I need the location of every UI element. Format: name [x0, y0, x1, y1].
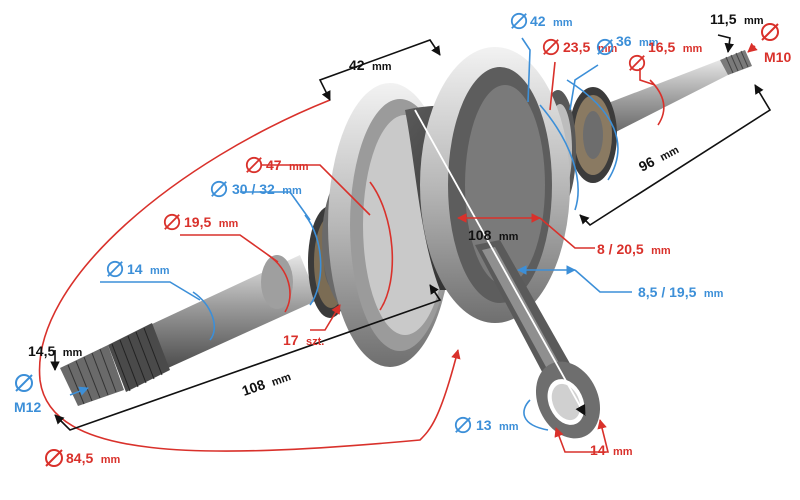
svg-text:M12: M12: [14, 399, 41, 415]
diameter-symbol-icon: [542, 38, 560, 56]
bearing-left-inner-leader: [240, 191, 311, 221]
label-bearing-left-inner: 30 / 32 mm: [210, 180, 302, 198]
label-flywheel-diameter: 84,5 mm: [45, 449, 120, 467]
svg-text:47 mm: 47 mm: [266, 157, 309, 174]
thread-left-leader: [69, 386, 89, 396]
diameter-symbol-icon: [106, 260, 124, 278]
label-shaft-left-small: 14 mm: [106, 260, 170, 278]
svg-text:14 mm: 14 mm: [127, 261, 170, 278]
svg-text:M10: M10: [764, 49, 791, 65]
diameter-symbol-icon: [454, 416, 472, 434]
label-rod-small-end-width: 14 mm: [590, 442, 633, 459]
bearing-right-inner-leader: [569, 64, 599, 111]
diameter-symbol-icon: [628, 54, 646, 72]
shaft-right-leader: [639, 68, 656, 86]
diameter-symbol-icon: [15, 374, 33, 392]
right-flywheel: [420, 47, 570, 323]
bearing-left-outer-leader: [262, 164, 371, 216]
label-web-gap: 8 / 20,5 mm: [597, 241, 671, 258]
label-bearing-right-outer: 42 mm: [510, 12, 573, 30]
svg-text:36 mm: 36 mm: [616, 33, 659, 50]
shaft-right-arc: [649, 79, 665, 126]
label-shaft-right: 16,5 mm: [628, 39, 702, 72]
labels: 42 mm 42 mm 23,5 mm 36 mm: [14, 11, 791, 467]
thread-right-leader: [747, 42, 758, 53]
diameter-symbol-icon: [163, 213, 181, 231]
diameter-symbol-icon: [510, 12, 528, 30]
rod-small-end-width-line: [554, 419, 610, 453]
right-sprocket: [569, 87, 617, 183]
diameter-symbol-icon: [210, 180, 228, 198]
diameter-symbol-icon: [45, 449, 63, 467]
shaft-left-small-arc: [192, 291, 216, 341]
svg-text:13 mm: 13 mm: [476, 417, 519, 434]
bearing-left-inner-arc: [304, 214, 322, 306]
sprocket-right-leader: [549, 61, 556, 111]
flywheel-diameter-line: [38, 99, 461, 452]
svg-text:19,5 mm: 19,5 mm: [184, 214, 238, 231]
label-rod-offset: 8,5 / 19,5 mm: [638, 284, 724, 301]
right-thread: [720, 50, 752, 75]
svg-text:84,5 mm: 84,5 mm: [66, 450, 120, 467]
bearing-right-outer-leader: [521, 37, 531, 103]
svg-text:30 / 32 mm: 30 / 32 mm: [232, 181, 302, 198]
shaft-left-arc: [267, 254, 291, 313]
flywheel-width-line: [318, 39, 441, 101]
web-gap-leader: [539, 217, 595, 249]
diameter-symbol-icon: [761, 23, 779, 41]
label-bearing-right-inner: 36 mm: [596, 33, 659, 56]
svg-text:16,5 mm: 16,5 mm: [648, 39, 702, 56]
crankshaft-illustration: [60, 47, 752, 439]
right-shaft-length-line: [579, 84, 772, 227]
teeth-leader: [310, 304, 341, 331]
label-shaft-left: 19,5 mm: [163, 213, 238, 231]
crank-pin-line: [414, 109, 586, 416]
label-rod-small-end: 13 mm: [454, 416, 519, 434]
shaft-left-leader: [180, 234, 279, 263]
label-crank-pin: 108 mm: [468, 227, 519, 244]
bearing-right-outer-arc: [539, 104, 579, 211]
bearing-right-inner-arc: [566, 79, 619, 181]
shaft-left-small-leader: [100, 281, 201, 301]
label-left-shaft-length: 108 mm: [240, 367, 293, 400]
label-thread-left-length: 14,5 mm: [28, 343, 82, 360]
label-thread-right-length: 11,5 mm: [710, 11, 764, 28]
label-thread-left: M12: [14, 374, 41, 415]
label-thread-right: M10: [761, 23, 791, 65]
bearing-left-outer-arc: [369, 181, 394, 311]
label-teeth: 17 szt.: [283, 332, 324, 349]
thread-right-length-leader: [717, 34, 734, 53]
rod-small-end-arc: [523, 399, 549, 431]
label-bearing-left-outer: 47 mm: [245, 156, 309, 174]
label-flywheel-width: 42 mm: [349, 57, 392, 74]
left-shaft-length-line: [54, 284, 442, 431]
dimension-lines: [38, 34, 772, 453]
rod-offset-leader: [574, 269, 632, 293]
svg-text:42 mm: 42 mm: [530, 13, 573, 30]
diameter-symbol-icon: [245, 156, 263, 174]
